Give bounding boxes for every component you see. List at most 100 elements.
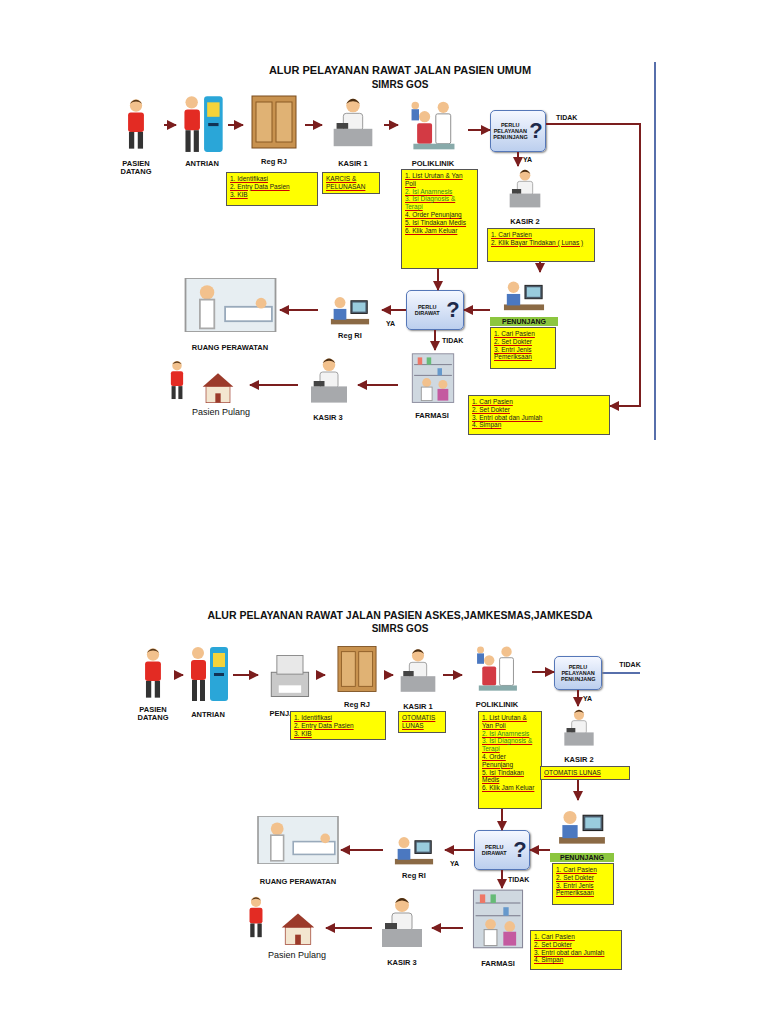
caption-text: RUANG PERAWATAN [260, 878, 336, 886]
decision-text: PERLU PELAYANAN PENUNJANG [493, 122, 527, 141]
connector [250, 385, 298, 386]
register-desk [331, 297, 369, 324]
step-text: 5. Isi Tindakan Medis [405, 219, 474, 227]
step-text: 2. Entry Data Pasien [230, 183, 314, 191]
connector: YA [445, 850, 474, 867]
pharmacy-picture [412, 354, 453, 403]
edge-label: TIDAK [556, 114, 577, 121]
station-node: Pasien Pulang [160, 345, 250, 417]
cashier-figure [401, 649, 436, 691]
register-cabinet [338, 646, 376, 691]
step-text: 3. KIB [294, 730, 382, 738]
connector-line [546, 124, 640, 406]
station-node: PENJAMIN [258, 648, 320, 718]
connector [341, 850, 383, 851]
step-text: 1. List Urutan & Yan Poli [405, 172, 474, 188]
step-text: 2. Klik Bayar Tindakan ( Lunas ) [491, 239, 591, 247]
cashier-figure [510, 170, 541, 208]
step-text: 1. Cari Pasien [534, 933, 618, 941]
connector-line [389, 674, 393, 676]
connector [468, 130, 490, 131]
guarantor-desk [271, 655, 308, 696]
step-text: 3. Entri Jenis Pemeriksaan [494, 346, 552, 362]
connector-line [445, 849, 474, 851]
caption-text: KASIR 3 [313, 414, 343, 422]
step-text: 1. Cari Pasien [556, 866, 610, 874]
caption-text: KASIR 1 [403, 703, 433, 711]
queue-kiosk [184, 96, 222, 152]
step-text: OTOMATIS LUNAS [402, 714, 442, 730]
station-node: ANTRIAN [183, 643, 233, 719]
connector [502, 809, 503, 830]
station-node: FARMASI [463, 888, 533, 968]
stub-line [602, 672, 640, 674]
step-text: 3. Entri obat dan Jumlah [534, 949, 618, 957]
connector [384, 125, 398, 126]
connector [432, 928, 463, 929]
clinic-figure [477, 646, 517, 690]
connector: YA [578, 690, 592, 706]
step-text: 1. Identifikasi [230, 175, 314, 183]
connector-line [164, 124, 176, 126]
step-box: 1. Cari Pasien2. Set Dokter3. Entri obat… [530, 930, 622, 970]
caption-text: KASIR 2 [564, 756, 594, 764]
station-node: RUANG PERAWATAN [255, 816, 341, 886]
register-cabinet [252, 96, 296, 148]
caption-text: Pasien Pulang [192, 407, 250, 417]
connector-line [178, 674, 183, 676]
caption-text: PASIEN DATANG [108, 160, 164, 177]
connector-line [233, 674, 258, 676]
station-node: KASIR 3 [372, 893, 432, 967]
step-text: 2. Set Dokter [556, 874, 610, 882]
connector-line [326, 927, 372, 929]
step-text: 2. Entry Data Pasien [294, 722, 382, 730]
step-text: 2. Isi Anamnesis [405, 188, 474, 196]
title-text: ALUR PELAYANAN RAWAT JALAN PASIEN UMUM [200, 64, 600, 76]
register-desk [395, 837, 433, 864]
label-text: TIDAK [610, 661, 650, 668]
connector-line [382, 309, 406, 311]
patient-figure [250, 897, 263, 937]
step-text: 2. Set Dokter [534, 941, 618, 949]
connector-line [434, 330, 436, 350]
step-text: 1. Cari Pasien [472, 398, 606, 406]
step-text: 6. Klik Jam Keluar [405, 227, 474, 235]
house-icon [282, 913, 315, 944]
step-text: OTOMATIS LUNAS [544, 769, 626, 777]
decision-text: PERLU DIRAWAT [410, 304, 444, 317]
edge-label: TIDAK [442, 337, 463, 344]
caption-text: Reg RJ [261, 158, 287, 166]
cashier-figure [564, 710, 593, 746]
connector-line [305, 124, 322, 126]
connector-line [443, 674, 462, 676]
step-text: 1. Identifikasi [294, 714, 382, 722]
caption-text: FARMASI [481, 960, 515, 968]
edge-label: TIDAK [508, 876, 529, 883]
step-text: 2. Set Dokter [494, 338, 552, 346]
label-text: SIMRS GOS [230, 79, 570, 90]
step-text: 1. Cari Pasien [491, 231, 591, 239]
computer-desk [559, 811, 605, 844]
connector [358, 385, 398, 386]
connector [233, 675, 258, 676]
connector [389, 675, 393, 676]
station-node: KASIR 3 [298, 352, 358, 422]
step-box: 1. Cari Pasien2. Set Dokter3. Entri Jeni… [552, 863, 614, 905]
connector [164, 125, 176, 126]
connector-line [501, 809, 503, 830]
station-node: Reg RI [318, 288, 382, 340]
decision-box: PERLU DIRAWAT? [474, 830, 530, 870]
caption-text: Reg RJ [344, 701, 370, 709]
queue-kiosk [191, 647, 228, 701]
caption-text: POLIKLINIK [412, 160, 455, 168]
station-node: KASIR 2 [497, 166, 553, 226]
step-text: 3. Entri obat dan Jumlah [472, 414, 606, 422]
caption-text: KASIR 3 [387, 959, 417, 967]
cashier-figure [311, 359, 347, 403]
step-text: 4. Order Penunjang [405, 211, 474, 219]
station-node: RUANG PERAWATAN [180, 278, 280, 352]
connector [578, 780, 579, 800]
computer-desk [504, 282, 544, 311]
